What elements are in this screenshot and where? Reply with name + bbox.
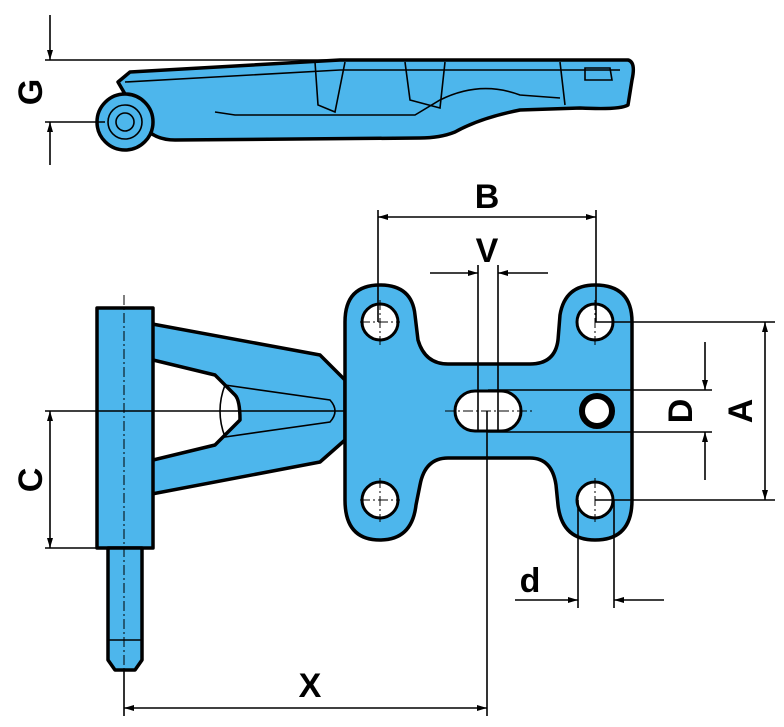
clamp-arm	[118, 316, 347, 502]
dimension-label-g: G	[12, 79, 50, 105]
dimension-label-d-lower: d	[520, 562, 541, 600]
pivot-hole	[579, 393, 615, 429]
dimension-label-d-upper: D	[662, 399, 700, 424]
top-view	[95, 283, 634, 680]
dimension-label-c: C	[12, 468, 50, 493]
dimensions	[45, 15, 775, 716]
side-view	[95, 58, 636, 152]
roller-wheel	[95, 92, 155, 152]
dimension-label-x: X	[299, 667, 322, 705]
clamp-bar	[95, 306, 155, 550]
dimension-label-b: B	[475, 178, 500, 216]
dimension-label-a: A	[722, 399, 760, 424]
clamp-pin	[106, 546, 144, 672]
dimension-label-v: V	[476, 232, 499, 270]
